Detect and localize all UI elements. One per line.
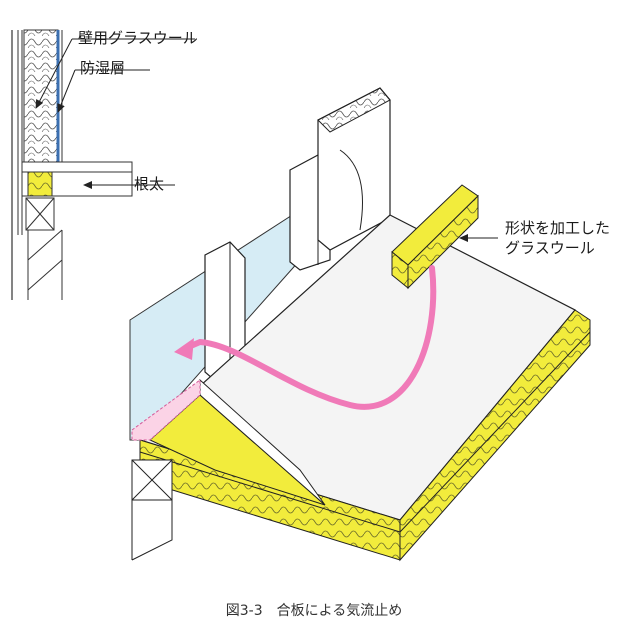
wall-glass-wool [23,29,59,163]
label-shaped-glass-wool-line1: 形状を加工した [505,219,611,237]
airflow-arrow [183,265,437,410]
wall-top-glass-wool [317,87,391,133]
label-joist: 根太 [134,175,165,193]
air-stop-zone [131,379,201,441]
wall-section-inset [11,29,195,300]
floor-edge-glass-wool-right [399,309,591,562]
airflow-arrow-head [174,338,194,360]
label-shaped-glass-wool-line2: グラスウール [505,239,595,257]
figure-caption: 図3-3 合板による気流止め [225,603,403,619]
label-wall-glass-wool: 壁用グラスウール [78,29,198,47]
label-vapor-barrier: 防湿層 [80,59,126,77]
isometric-assembly [129,87,591,562]
shaped-glass-wool [407,194,479,290]
inset-floor-glass-wool [27,171,53,197]
